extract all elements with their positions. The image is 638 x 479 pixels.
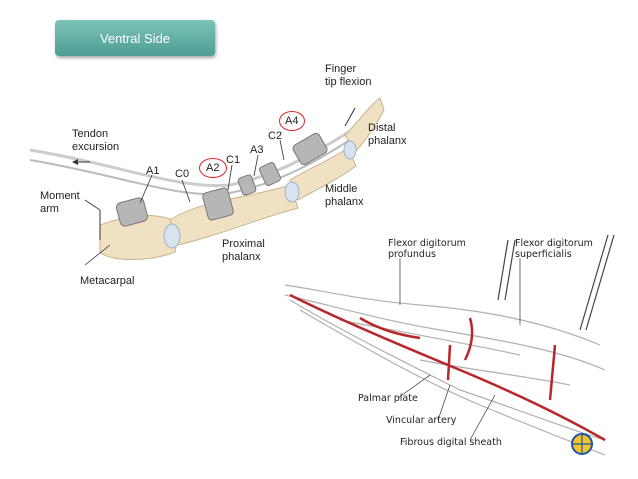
pulley-c0-label: C0 xyxy=(175,168,190,180)
palmar-plate-label: Palmar plate xyxy=(358,393,418,404)
a4-highlight-circle xyxy=(279,111,305,131)
pulley-a3-label: A3 xyxy=(250,144,264,156)
ventral-side-badge: Ventral Side xyxy=(55,20,215,56)
pulley-c1-label: C1 xyxy=(226,154,241,166)
pulley-a1-label: A1 xyxy=(146,165,160,177)
globe-logo-icon xyxy=(571,433,593,455)
fibrous-sheath-label: Fibrous digital sheath xyxy=(400,437,502,448)
metacarpal-label: Metacarpal xyxy=(80,275,135,287)
pulley-c2-label: C2 xyxy=(268,130,283,142)
vincular-artery-label: Vincular artery xyxy=(386,415,457,426)
a2-highlight-circle xyxy=(199,158,227,178)
